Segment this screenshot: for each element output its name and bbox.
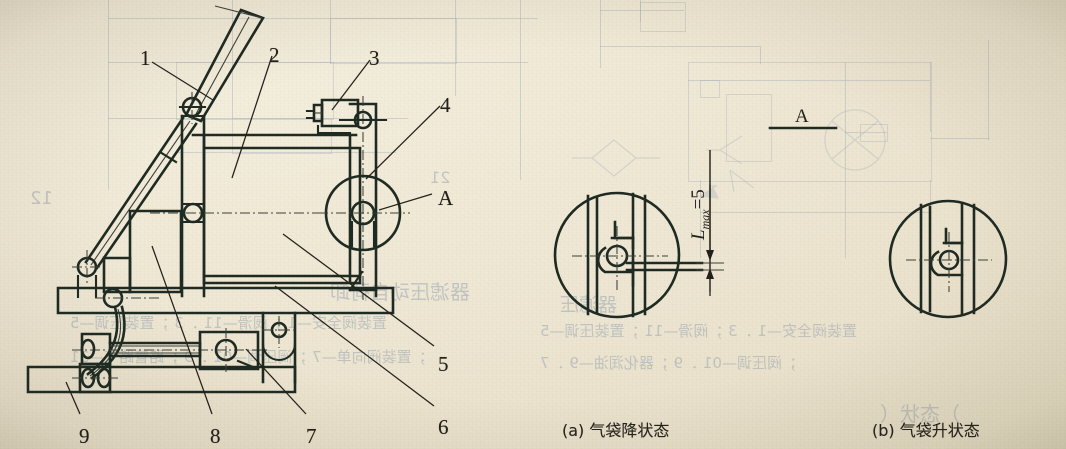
main-assembly-elevation bbox=[26, 5, 441, 415]
callout-6: 6 bbox=[438, 415, 449, 439]
section-letter-a: A bbox=[795, 106, 809, 127]
main-base-plate bbox=[56, 286, 395, 315]
pulley-wheel-section-a bbox=[318, 174, 410, 252]
caption-detail-b: (b) 气袋升状态 bbox=[872, 421, 980, 440]
base-plate-pivot bbox=[95, 287, 160, 309]
callout-8: 8 bbox=[210, 424, 221, 448]
dimension-label-lmax: Lmax=5 bbox=[688, 189, 713, 240]
mid-pivot-joint bbox=[150, 202, 330, 224]
left-vertical-column bbox=[180, 114, 206, 298]
dimension-equals: = bbox=[688, 198, 709, 210]
dimension-value: 5 bbox=[688, 189, 709, 199]
lower-left-pivot-joint bbox=[72, 250, 103, 299]
callout-2: 2 bbox=[269, 43, 280, 67]
lower-pin-block bbox=[72, 362, 118, 394]
callout-3: 3 bbox=[369, 46, 380, 70]
dimension-lmax bbox=[696, 150, 724, 296]
horizontal-link-rod bbox=[72, 332, 268, 366]
support-block-part-8 bbox=[102, 209, 183, 294]
callout-a-detail: A bbox=[438, 186, 454, 210]
callout-9: 9 bbox=[79, 424, 90, 448]
main-frame-part-2 bbox=[191, 133, 362, 285]
detail-view-a bbox=[553, 191, 704, 319]
callout-4: 4 bbox=[440, 93, 451, 117]
detail-view-b bbox=[888, 199, 1008, 319]
callout-5: 5 bbox=[438, 352, 449, 376]
dimension-symbol: L bbox=[688, 229, 709, 240]
callout-1: 1 bbox=[140, 46, 151, 70]
caption-detail-a: (a) 气袋降状态 bbox=[562, 421, 670, 440]
clevis-block bbox=[198, 328, 260, 372]
dimension-subscript: max bbox=[697, 209, 712, 230]
lower-sub-plate-part-7 bbox=[26, 365, 297, 394]
callout-leader-lines bbox=[65, 55, 441, 415]
callout-7: 7 bbox=[306, 424, 317, 448]
pneumatic-cylinder-part-3 bbox=[305, 98, 360, 135]
lever-handle-part-1 bbox=[184, 5, 265, 123]
lower-link-rod bbox=[84, 116, 198, 270]
